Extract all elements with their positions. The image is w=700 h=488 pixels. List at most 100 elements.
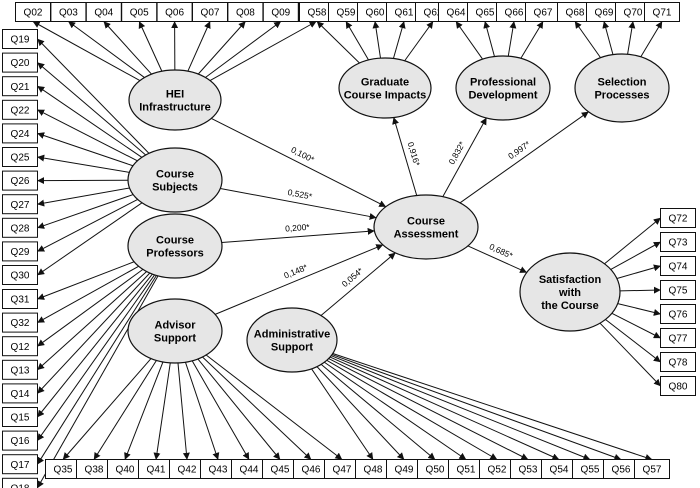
indicator-label-q67: Q67 (534, 8, 553, 19)
indicator-label-q51: Q51 (457, 465, 476, 476)
indicator-label-q64: Q64 (447, 8, 466, 19)
path-arrow-assessment-professional (442, 117, 487, 197)
indicator-label-q04: Q04 (94, 8, 113, 19)
loading-arrow-q65 (483, 21, 495, 57)
loading-arrow-q55 (331, 355, 591, 461)
loading-arrow-q28 (37, 194, 134, 229)
indicator-label-q77: Q77 (669, 334, 688, 345)
loading-arrow-q52 (326, 359, 498, 460)
indicator-box-q12 (2, 336, 38, 357)
loading-arrow-q41 (153, 362, 171, 460)
loading-arrow-q78 (605, 319, 661, 363)
indicator-label-q68: Q68 (566, 8, 585, 19)
path-coefficient-advisor-assessment: 0,148* (282, 262, 309, 281)
indicator-box-q29 (2, 241, 38, 262)
indicator-box-q20 (2, 52, 38, 73)
indicator-label-q02: Q02 (24, 8, 43, 19)
indicator-label-q48: Q48 (364, 465, 383, 476)
loading-arrow-q21 (37, 85, 143, 158)
loading-arrow-q72 (604, 217, 661, 265)
indicator-label-q27: Q27 (11, 200, 30, 211)
indicator-label-q76: Q76 (669, 310, 688, 321)
indicator-label-q50: Q50 (426, 465, 445, 476)
path-coefficient-assessment-satisfaction: 0,685* (488, 241, 515, 261)
loading-arrow-q50 (320, 363, 436, 460)
indicator-box-q74 (660, 256, 696, 276)
loading-arrow-q05 (138, 21, 163, 72)
indicator-label-q05: Q05 (130, 8, 149, 19)
loading-arrow-q42 (177, 362, 190, 460)
loading-arrow-q76 (617, 303, 661, 316)
indicator-box-q19 (2, 29, 38, 49)
indicator-label-q26: Q26 (11, 176, 30, 187)
indicator-label-q74: Q74 (669, 262, 688, 273)
indicator-box-q16 (2, 430, 38, 451)
indicator-box-q72 (660, 208, 696, 228)
indicator-label-q03: Q03 (59, 8, 78, 19)
indicator-label-q62: Q62 (424, 8, 443, 19)
loading-arrow-q70 (627, 21, 636, 55)
indicator-label-q80: Q80 (669, 382, 688, 393)
indicator-label-q55: Q55 (581, 465, 600, 476)
loading-arrow-q08 (197, 21, 246, 75)
loading-arrow-q25 (37, 154, 130, 173)
indicator-label-q52: Q52 (488, 465, 507, 476)
indicator-label-q19: Q19 (11, 35, 30, 46)
loading-arrow-q56 (331, 354, 622, 461)
indicator-label-q30: Q30 (11, 271, 30, 282)
loading-arrow-q57 (332, 353, 653, 461)
path-arrow-admin-assessment (320, 252, 396, 316)
path-coefficient-assessment-graduate: 0,916* (406, 141, 423, 168)
indicator-box-q73 (660, 232, 696, 252)
path-arrow-advisor-assessment (214, 244, 384, 315)
indicator-label-q57: Q57 (643, 465, 662, 476)
indicator-box-q15 (2, 407, 38, 427)
loading-arrow-q61 (392, 21, 406, 59)
indicator-label-q21: Q21 (11, 82, 30, 93)
loading-arrow-q77 (611, 312, 661, 339)
construct-hei (128, 69, 222, 131)
indicator-box-q57 (634, 459, 670, 479)
loading-arrow-q48 (311, 368, 374, 460)
construct-professional (455, 55, 551, 121)
indicator-label-q60: Q60 (366, 8, 385, 19)
indicator-label-q08: Q08 (236, 8, 255, 19)
construct-admin (246, 307, 338, 373)
path-coefficient-professors-assessment: 0,200* (285, 222, 311, 234)
indicator-box-q14 (2, 383, 38, 404)
loading-arrow-q35 (62, 358, 152, 460)
indicator-label-q29: Q29 (11, 247, 30, 258)
loading-arrow-q69 (602, 21, 614, 55)
loading-arrow-q67 (520, 21, 544, 59)
loading-arrow-q53 (328, 358, 529, 460)
indicator-label-q38: Q38 (85, 465, 104, 476)
indicator-label-q73: Q73 (669, 238, 688, 249)
indicator-label-q15: Q15 (11, 413, 30, 424)
loading-arrow-q11 (209, 21, 317, 81)
path-coefficient-subjects-assessment: 0,525* (287, 187, 314, 201)
path-arrow-assessment-graduate (392, 117, 418, 196)
loading-arrow-q45 (197, 358, 281, 460)
indicator-box-q78 (660, 352, 696, 372)
loading-arrow-q47 (205, 354, 343, 460)
loading-arrow-q24 (37, 132, 134, 167)
loading-arrow-q29 (37, 198, 138, 252)
construct-subjects (127, 147, 223, 213)
indicator-label-q58: Q58 (308, 8, 327, 19)
indicator-label-q56: Q56 (612, 465, 631, 476)
construct-assessment (373, 194, 479, 260)
loading-arrow-q62 (404, 21, 434, 62)
construct-selection (574, 53, 670, 123)
path-arrow-professors-assessment (221, 227, 375, 243)
indicator-label-q72: Q72 (669, 214, 688, 225)
indicator-label-q32: Q32 (11, 318, 30, 329)
indicator-box-q21 (2, 76, 38, 97)
loading-arrow-q43 (184, 362, 220, 460)
indicator-label-q14: Q14 (11, 389, 30, 400)
loading-arrow-q09 (205, 21, 282, 78)
indicator-label-q78: Q78 (669, 358, 688, 369)
